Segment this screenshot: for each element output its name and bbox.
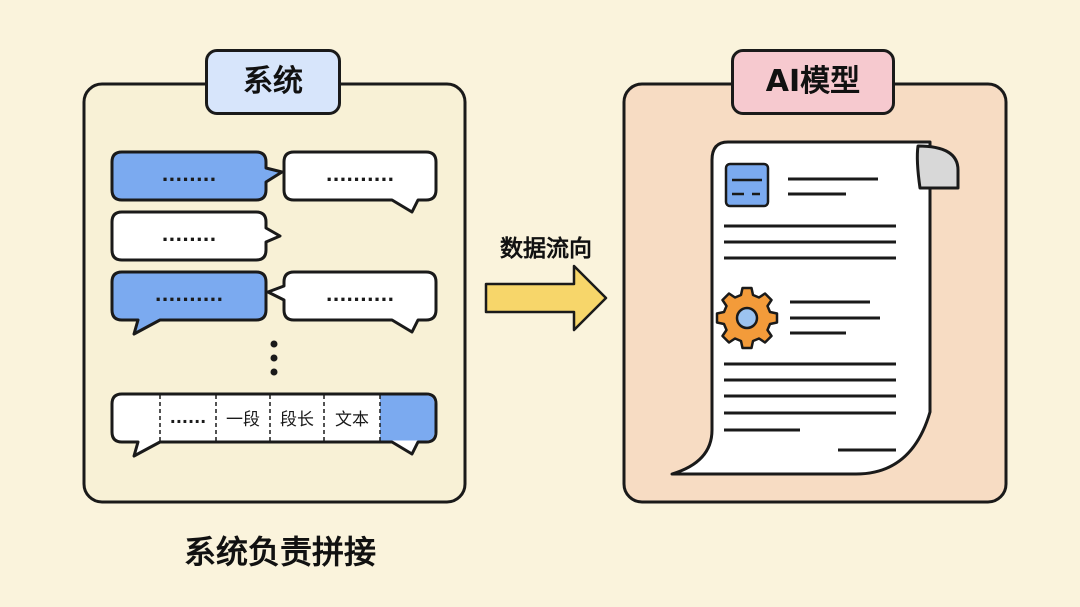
card-icon	[724, 162, 770, 208]
combined-segment-dots: ......	[170, 408, 206, 427]
message-bubble-4: ..........	[110, 270, 268, 336]
message-bubble-5: ..........	[266, 270, 438, 334]
ai-panel-label: AI模型	[731, 49, 895, 115]
message-bubble-2-text: ..........	[326, 165, 394, 186]
message-bubble-3: ........	[110, 210, 282, 262]
system-caption: 系统负责拼接	[183, 533, 376, 571]
flow-arrow-icon	[484, 264, 608, 332]
combined-segment-2: 段长	[280, 410, 314, 430]
message-bubble-2: ..........	[282, 150, 438, 214]
combined-bubble-blue-end	[380, 395, 435, 441]
vertical-ellipsis-icon	[270, 340, 278, 376]
document-scroll-icon	[670, 140, 960, 476]
flow-label: 数据流向	[500, 236, 592, 262]
message-bubble-1: ........	[110, 150, 284, 202]
message-bubble-1-text: ........	[162, 165, 217, 186]
message-bubble-4-text: ..........	[155, 285, 223, 306]
message-bubble-3-text: ........	[162, 225, 217, 246]
combined-segment-3: 文本	[335, 410, 369, 430]
gear-icon	[715, 286, 779, 350]
combined-segment-1: 一段	[226, 410, 260, 430]
system-panel-label: 系统	[205, 49, 341, 115]
message-bubble-5-text: ..........	[326, 285, 394, 306]
combined-text-bubble: ...... 一段 段长 文本	[110, 392, 438, 458]
